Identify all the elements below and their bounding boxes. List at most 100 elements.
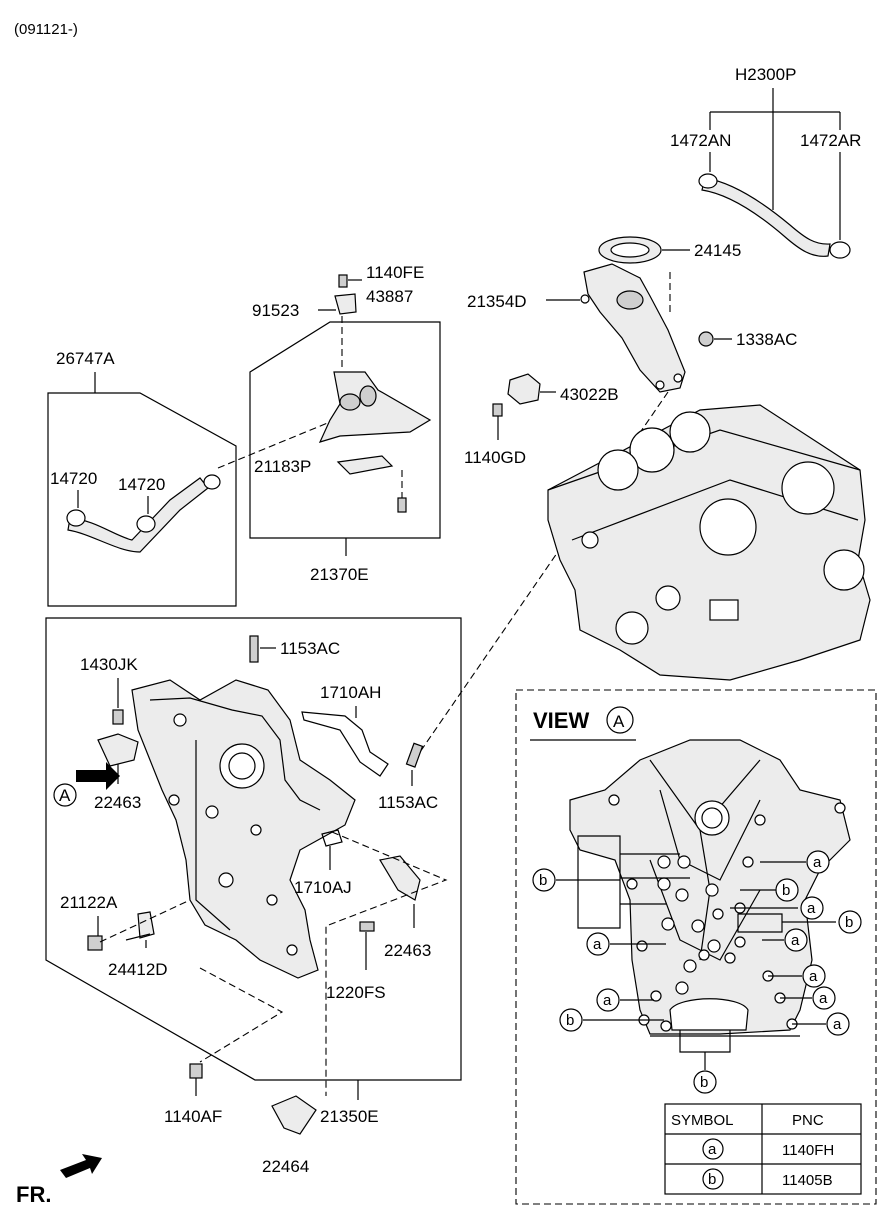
box-21370e <box>249 321 441 539</box>
marker-a-label: A <box>59 786 71 805</box>
view-bolt-holes <box>608 794 846 1032</box>
header-code: (091121-) <box>14 21 78 38</box>
svg-text:b: b <box>782 882 790 899</box>
callout-1472an: 1472AN <box>670 131 731 150</box>
callout-91523: 91523 <box>252 301 299 320</box>
svg-text:b: b <box>845 914 853 931</box>
callout-1140af: 1140AF <box>164 1107 222 1126</box>
clip-43887 <box>334 293 357 315</box>
legend-row-1-pnc: 1140FH <box>782 1142 834 1159</box>
callout-1430jk: 1430JK <box>80 655 138 674</box>
svg-text:a: a <box>807 900 816 917</box>
view-a-arrow <box>76 762 120 790</box>
svg-text:b: b <box>566 1012 574 1029</box>
view-marker-circle <box>606 706 634 734</box>
legend-header-pnc: PNC <box>792 1112 824 1129</box>
callout-21370e: 21370E <box>310 565 369 584</box>
callout-h2300p: H2300P <box>735 65 796 84</box>
housing-21354d <box>583 263 686 393</box>
clamp-14720-a <box>66 509 86 527</box>
pin-1430jk <box>112 709 124 725</box>
symbol-a-2 <box>800 896 824 920</box>
front-label: FR. <box>16 1182 51 1207</box>
symbol-a-5 <box>802 964 826 988</box>
svg-text:a: a <box>603 992 612 1009</box>
callout-1140fe: 1140FE <box>366 263 424 282</box>
svg-text:b: b <box>700 1074 708 1091</box>
callout-22464: 22464 <box>262 1157 309 1176</box>
svg-text:a: a <box>809 968 818 985</box>
sensor-43022b <box>507 373 541 405</box>
svg-text:a: a <box>813 854 822 871</box>
symbol-b-5 <box>693 1070 717 1094</box>
callout-1710aj: 1710AJ <box>294 878 352 897</box>
bolt-1153ac-right <box>405 742 424 768</box>
front-direction-arrow <box>60 1154 102 1178</box>
legend-row-2-symbol: b <box>708 1171 716 1188</box>
view-marker-label: A <box>613 712 625 731</box>
svg-text:a: a <box>819 990 828 1007</box>
legend-row-2-pnc: 11405B <box>782 1172 833 1189</box>
symbol-a-7 <box>812 986 836 1010</box>
clamp-1472ar <box>829 241 851 259</box>
callout-14720-a: 14720 <box>50 469 97 488</box>
clamp-1472an <box>698 173 718 189</box>
callout-1153ac-top: 1153AC <box>280 639 340 658</box>
symbol-a-3 <box>586 932 610 956</box>
symbol-b-2 <box>775 878 799 902</box>
symbol-a-1 <box>806 850 830 874</box>
bolt-1140af <box>189 1063 203 1079</box>
callout-26747a: 26747A <box>56 349 115 368</box>
callout-1153ac-right: 1153AC <box>378 793 438 812</box>
callout-1140gd: 1140GD <box>464 448 526 467</box>
callout-1710ah: 1710AH <box>320 683 381 702</box>
view-a-marker <box>53 783 77 807</box>
bolt-21122a <box>87 935 103 951</box>
callout-24412d: 24412D <box>108 960 168 979</box>
callout-24145: 24145 <box>694 241 741 260</box>
callout-43887: 43887 <box>366 287 413 306</box>
callout-21183p: 21183P <box>254 457 311 476</box>
gasket-1710aj <box>321 829 343 847</box>
bearing-22464 <box>271 1095 317 1135</box>
callout-1220fs: 1220FS <box>326 983 386 1002</box>
callout-1472ar: 1472AR <box>800 131 861 150</box>
svg-text:a: a <box>791 932 800 949</box>
callout-43022b: 43022B <box>560 385 619 404</box>
symbol-a-4 <box>784 928 808 952</box>
bolt-1153ac-top <box>249 635 259 663</box>
svg-text:a: a <box>593 936 602 953</box>
legend-row-1-symbol: a <box>708 1141 717 1158</box>
bearing-22463-left <box>97 733 139 767</box>
gasket-1710ah <box>301 711 389 777</box>
bolt-1140fe <box>338 274 348 288</box>
box-26747a <box>47 392 237 607</box>
clamp-14720-b <box>136 515 156 533</box>
legend-header-symbol: SYMBOL <box>671 1112 734 1129</box>
bracket-24412d <box>137 911 155 939</box>
callout-22463-right: 22463 <box>384 941 431 960</box>
callout-14720-b: 14720 <box>118 475 165 494</box>
symbol-a-6 <box>596 988 620 1012</box>
symbol-b-3 <box>838 910 862 934</box>
callout-1338ac: 1338AC <box>736 330 797 349</box>
svg-text:a: a <box>833 1016 842 1033</box>
callout-21354d: 21354D <box>467 292 527 311</box>
nut-1338ac <box>698 331 714 347</box>
view-title: VIEW <box>533 708 589 733</box>
bearing-22463-right <box>379 855 421 901</box>
svg-text:b: b <box>539 872 547 889</box>
callout-21350e: 21350E <box>320 1107 379 1126</box>
callout-21122a: 21122A <box>60 893 118 912</box>
view-a-panel <box>515 689 877 1205</box>
symbol-b-1 <box>532 868 556 892</box>
engine-block <box>547 404 871 681</box>
callout-22463-left: 22463 <box>94 793 141 812</box>
legend-table: SYMBOL PNC a 1140FH b 11405B <box>664 1103 862 1195</box>
symbol-a-8 <box>826 1012 850 1036</box>
view-symbol-markers: a b b a b a a a a a b a b <box>532 850 862 1094</box>
h2300p-leader <box>709 88 841 210</box>
bracket-21370e <box>318 371 432 443</box>
symbol-b-4 <box>559 1008 583 1032</box>
